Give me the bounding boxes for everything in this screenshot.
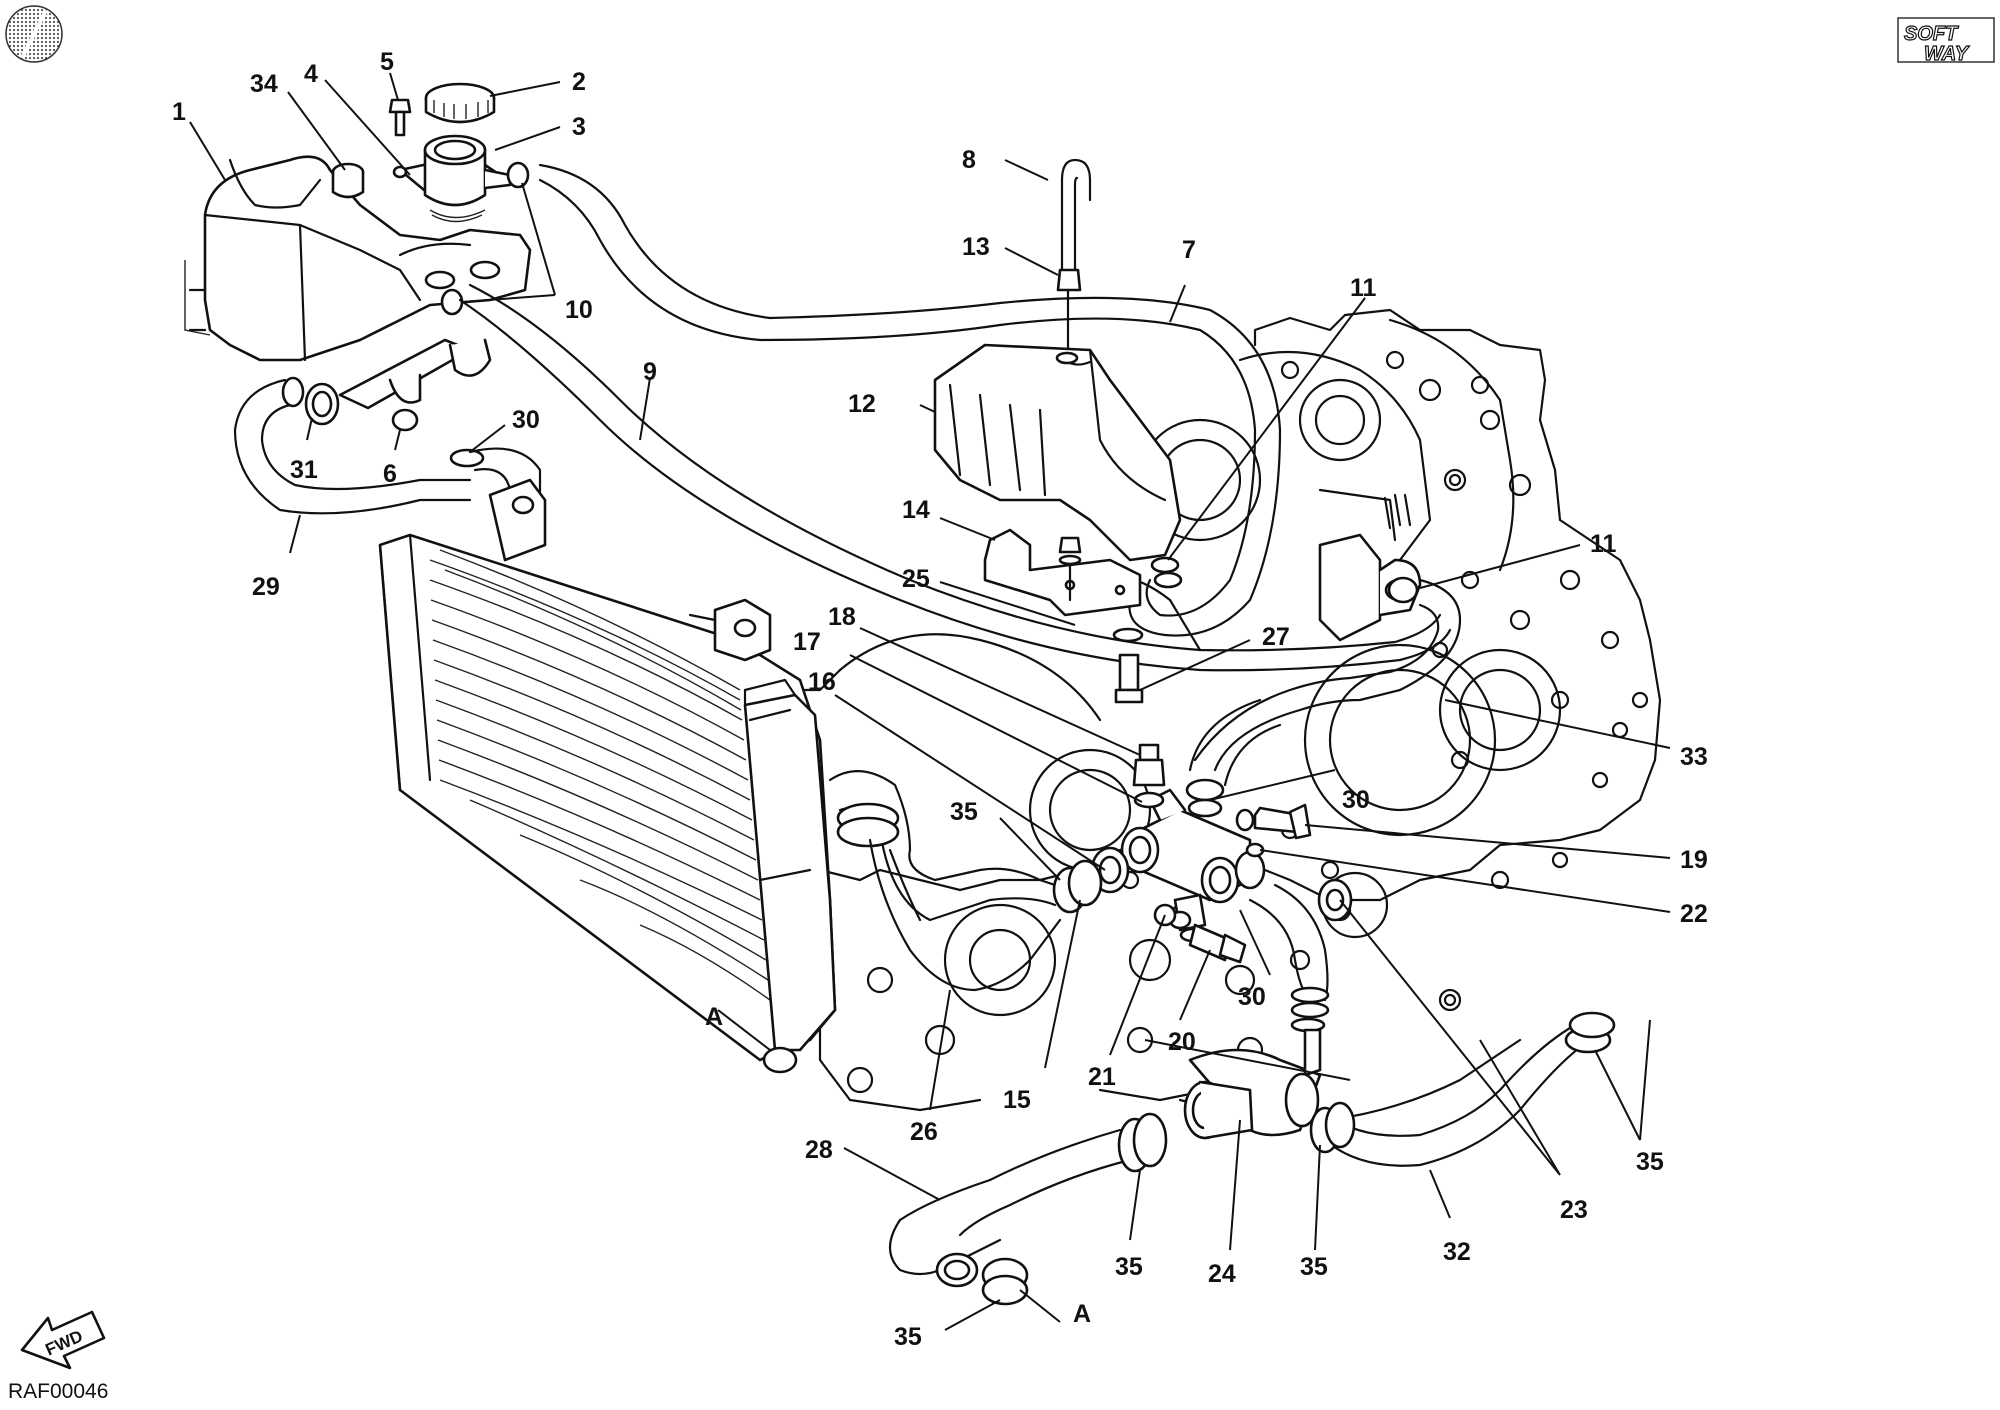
hose-lower-t — [1248, 883, 1330, 1033]
callout-30-top: 30 — [512, 406, 540, 434]
callout-2: 2 — [572, 68, 586, 96]
clamp-31 — [281, 376, 340, 426]
hose-28 — [888, 1128, 1132, 1288]
callout-6: 6 — [383, 460, 397, 488]
sender-19 — [1235, 803, 1312, 840]
callout-25: 25 — [902, 565, 930, 593]
callout-31: 31 — [290, 456, 318, 484]
vent-pipe-8 — [1060, 158, 1092, 272]
callout-34: 34 — [250, 70, 278, 98]
clamp-35-mid — [1052, 859, 1103, 914]
callout-23: 23 — [1560, 1196, 1588, 1224]
callout-7: 7 — [1182, 236, 1196, 264]
callout-20: 20 — [1168, 1028, 1196, 1056]
callout-35-right: 35 — [1636, 1148, 1664, 1176]
bolt-5 — [388, 98, 412, 137]
callout-5: 5 — [380, 48, 394, 76]
callout-15: 15 — [1003, 1086, 1031, 1114]
hose-26 — [828, 770, 1072, 992]
cap-plug-34 — [331, 162, 365, 199]
t-piece-24 — [1183, 1028, 1322, 1140]
callout-35-bottom: 35 — [894, 1323, 922, 1351]
bolt-25 — [1058, 536, 1144, 704]
callout-9: 9 — [643, 358, 657, 386]
callout-29: 29 — [252, 573, 280, 601]
callout-27: 27 — [1262, 623, 1290, 651]
callout-3: 3 — [572, 113, 586, 141]
callout-28: 28 — [805, 1136, 833, 1164]
callout-32: 32 — [1443, 1238, 1471, 1266]
clamp-11-left — [1150, 556, 1183, 589]
callout-12: 12 — [848, 390, 876, 418]
callout-13: 13 — [962, 233, 990, 261]
filler-cap — [424, 82, 496, 124]
callout-11-top: 11 — [1350, 274, 1377, 302]
callout-35-lower-b: 35 — [1300, 1253, 1328, 1281]
clamps-10 — [440, 161, 530, 316]
drawing-code: RAF00046 — [8, 1380, 108, 1403]
hose-9 — [458, 283, 1452, 672]
logo-disc-icon — [5, 5, 63, 63]
callout-labels: 1 34 4 5 2 3 10 8 13 7 11 9 12 30 31 6 2… — [172, 48, 1708, 1351]
radiator — [378, 478, 837, 1074]
callout-4: 4 — [304, 60, 318, 88]
bracket-14 — [983, 528, 1142, 617]
clamp-30-mid — [1185, 698, 1282, 818]
callout-A-bottom: A — [1073, 1300, 1091, 1328]
callout-8: 8 — [962, 146, 976, 174]
overflow-tank-12 — [933, 343, 1182, 562]
hose-7 — [538, 163, 1282, 637]
callout-33: 33 — [1680, 743, 1708, 771]
callout-19: 19 — [1680, 846, 1708, 874]
fwd-arrow-icon: FWD — [20, 1310, 106, 1370]
fitting-13 — [1056, 268, 1082, 352]
brand-line-2: WAY — [1924, 43, 1970, 65]
leader-lines — [189, 72, 1671, 1331]
callout-11-right: 11 — [1590, 530, 1617, 558]
brand-line-1: SOFT — [1904, 23, 1959, 45]
expansion-tank — [184, 155, 532, 362]
clamp-35-28 — [981, 1112, 1168, 1306]
callout-22: 22 — [1680, 900, 1708, 928]
callout-17: 17 — [793, 628, 821, 656]
bracket-6 — [338, 338, 492, 432]
hose-33 — [1193, 578, 1462, 772]
callout-35-mid: 35 — [950, 798, 978, 826]
clamp-11-right — [1387, 576, 1419, 604]
callout-21: 21 — [1088, 1063, 1116, 1091]
callout-A-left: A — [705, 1003, 723, 1031]
callout-30-mid: 30 — [1342, 786, 1370, 814]
callout-30-low: 30 — [1238, 983, 1266, 1011]
callout-35-lower-a: 35 — [1115, 1253, 1143, 1281]
callout-1: 1 — [172, 98, 186, 126]
callout-10: 10 — [565, 296, 593, 324]
hose-32 — [1309, 1011, 1616, 1167]
callout-14: 14 — [902, 496, 930, 524]
callout-16: 16 — [808, 668, 836, 696]
callout-26: 26 — [910, 1118, 938, 1146]
brand-logo: SOFT WAY — [1897, 17, 1995, 66]
hose-29 — [233, 378, 472, 515]
pump-inlet-23 — [1317, 878, 1353, 922]
filler-neck — [392, 134, 512, 223]
callout-18: 18 — [828, 603, 856, 631]
callout-24: 24 — [1208, 1260, 1236, 1288]
